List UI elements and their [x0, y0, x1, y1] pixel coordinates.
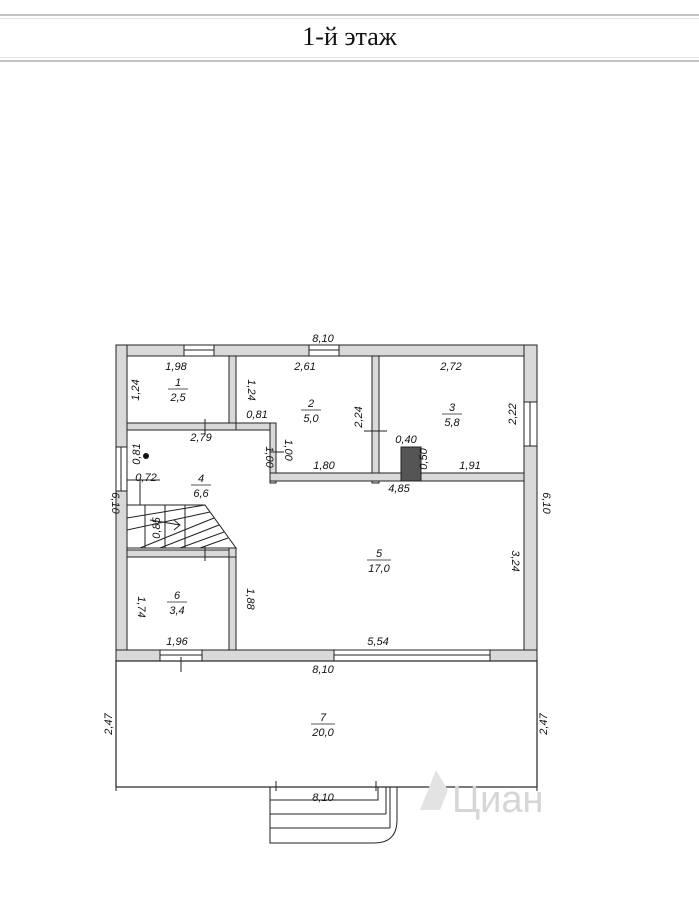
dim-chimney-w: 0,40 — [395, 434, 417, 446]
terrace — [115, 660, 538, 788]
dim-house-bottom: 8,10 — [312, 664, 334, 676]
svg-text:5: 5 — [376, 548, 383, 560]
dim-r6-width: 1,96 — [166, 636, 188, 648]
dim-terrace-right: 2,47 — [538, 712, 550, 735]
dim-r2-step: 0,81 — [246, 409, 267, 421]
watermark-text: Циан — [452, 779, 543, 821]
dim-r5-right: 3,24 — [509, 550, 521, 571]
room-4-label: 4 6,6 — [191, 473, 211, 500]
svg-text:2: 2 — [307, 398, 314, 410]
dim-top-total: 8,10 — [312, 333, 334, 345]
dim-r1-height: 1,24 — [130, 379, 142, 400]
room-7-label: 7 20,0 — [311, 712, 335, 739]
dim-r2-width: 2,61 — [293, 361, 315, 373]
dim-terrace-left: 2,47 — [103, 712, 115, 735]
stair-wall — [228, 547, 237, 558]
room-6-label: 6 3,4 — [167, 590, 187, 617]
chimney — [400, 446, 422, 482]
page-header: 1-й этаж — [0, 14, 699, 62]
partition-r1-bottom — [126, 422, 237, 431]
partition-r6-top — [126, 549, 236, 558]
outer-wall-right — [523, 344, 538, 662]
floor-title: 1-й этаж — [302, 22, 397, 51]
dimension-labels: 8,10 1,98 2,61 2,72 0,81 2,79 0,40 0,72 … — [135, 333, 480, 804]
dim-chimney-h: 0,50 — [418, 447, 430, 469]
dim-r2-left-wall: 1,24 — [245, 379, 257, 400]
svg-text:3,4: 3,4 — [169, 605, 184, 617]
dim-wall-4-85: 4,85 — [388, 483, 410, 495]
dim-hall-stair-gap: 0,72 — [135, 472, 156, 484]
svg-text:5,0: 5,0 — [303, 413, 319, 425]
dim-wall-b: 1,00 — [282, 439, 294, 461]
room-3-label: 3 5,8 — [442, 402, 462, 429]
room-1-label: 1 2,5 — [168, 377, 188, 404]
svg-text:4: 4 — [198, 473, 204, 485]
stair-start-dot — [143, 453, 149, 459]
watermark-logo-icon — [420, 770, 448, 810]
staircase — [126, 479, 237, 549]
room-5-label: 5 17,0 — [367, 548, 391, 575]
dim-r6-partition: 1,88 — [244, 588, 256, 610]
partition-r6-right — [228, 549, 237, 651]
dim-r2-right-wall: 2,24 — [353, 406, 365, 428]
svg-text:3: 3 — [449, 402, 456, 414]
cian-watermark: Циан — [420, 770, 543, 821]
svg-text:6: 6 — [174, 590, 181, 602]
dim-terrace-bottom: 8,10 — [312, 792, 334, 804]
dim-hall-left-upper: 0,81 — [131, 443, 143, 464]
dim-r6-height: 1,74 — [135, 596, 147, 617]
dim-r3-height: 2,22 — [507, 403, 519, 425]
svg-text:7: 7 — [320, 712, 327, 724]
svg-text:6,6: 6,6 — [193, 488, 209, 500]
dim-stair-width: 0,85 — [151, 516, 163, 538]
partition-r2-down — [269, 422, 277, 484]
dim-hall-top: 2,79 — [189, 432, 211, 444]
partition-r2-r3 — [371, 355, 380, 484]
dimension-labels-vertical: 1,24 1,24 2,24 2,22 0,81 1,00 1,00 0,50 … — [103, 379, 552, 735]
dim-r3-width: 2,72 — [439, 361, 461, 373]
partition-r1-r2 — [228, 355, 237, 431]
svg-text:20,0: 20,0 — [311, 727, 334, 739]
dim-wall-a: 1,00 — [263, 446, 275, 468]
dim-wall-1-80: 1,80 — [313, 460, 335, 472]
svg-text:2,5: 2,5 — [169, 392, 186, 404]
porch-steps — [269, 787, 398, 844]
svg-text:17,0: 17,0 — [368, 563, 390, 575]
dim-r1-width: 1,98 — [165, 361, 187, 373]
dim-wall-1-91: 1,91 — [459, 460, 480, 472]
dim-left-total: 6,10 — [109, 492, 121, 514]
dim-right-total: 6,10 — [540, 492, 552, 514]
dim-r5-bottom-window: 5,54 — [367, 636, 388, 648]
svg-text:5,8: 5,8 — [444, 417, 460, 429]
svg-text:1: 1 — [175, 377, 181, 389]
room-2-label: 2 5,0 — [301, 398, 321, 425]
partition-r2-r3-bottom — [269, 472, 525, 482]
